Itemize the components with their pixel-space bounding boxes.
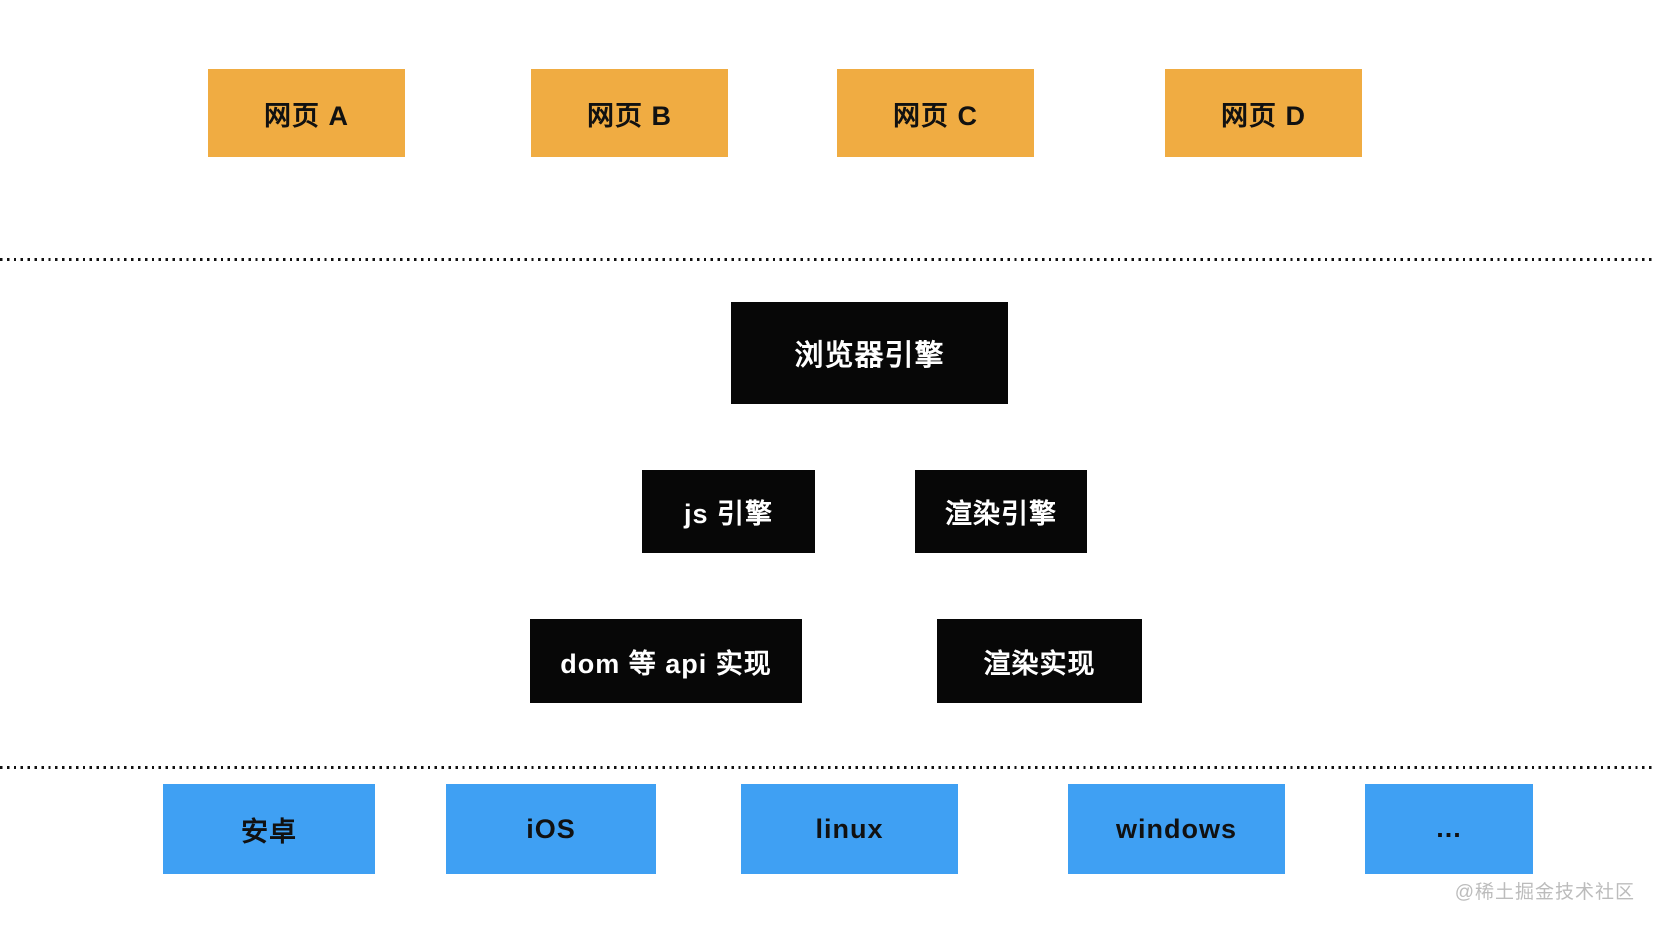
platform-ellipsis-node: ... [1365, 784, 1533, 874]
browser-engine-node: 浏览器引擎 [731, 302, 1008, 404]
webpage-b-node: 网页 B [531, 69, 728, 157]
webpage-d-node: 网页 D [1165, 69, 1362, 157]
dom-api-implementation-node: dom 等 api 实现 [530, 619, 802, 703]
dotted-divider-top [0, 258, 1656, 261]
dotted-divider-bottom [0, 766, 1656, 769]
js-engine-node: js 引擎 [642, 470, 815, 553]
juejin-watermark: @稀土掘金技术社区 [1454, 882, 1635, 903]
platform-linux-node: linux [741, 784, 958, 874]
platform-windows-node: windows [1068, 784, 1285, 874]
webpage-c-node: 网页 C [837, 69, 1034, 157]
webpage-a-node: 网页 A [208, 69, 405, 157]
render-implementation-node: 渲染实现 [937, 619, 1142, 703]
platform-android-node: 安卓 [163, 784, 375, 874]
platform-ios-node: iOS [446, 784, 656, 874]
render-engine-node: 渲染引擎 [915, 470, 1087, 553]
